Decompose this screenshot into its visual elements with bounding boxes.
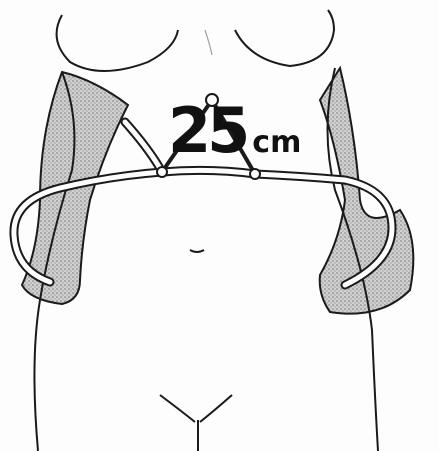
measurement-unit: cm <box>252 128 301 158</box>
pelvis-line-left <box>160 395 195 422</box>
right-breast-outline <box>235 10 334 66</box>
measurement-label: 25 cm <box>168 100 301 162</box>
caliper-joint-left <box>157 167 167 177</box>
left-breast-outline <box>57 15 178 71</box>
caliper-joint-right <box>250 169 260 179</box>
pelvis-line-right <box>200 395 232 422</box>
sternum-line <box>205 30 212 55</box>
measurement-value: 25 <box>168 100 246 162</box>
navel <box>190 250 204 252</box>
